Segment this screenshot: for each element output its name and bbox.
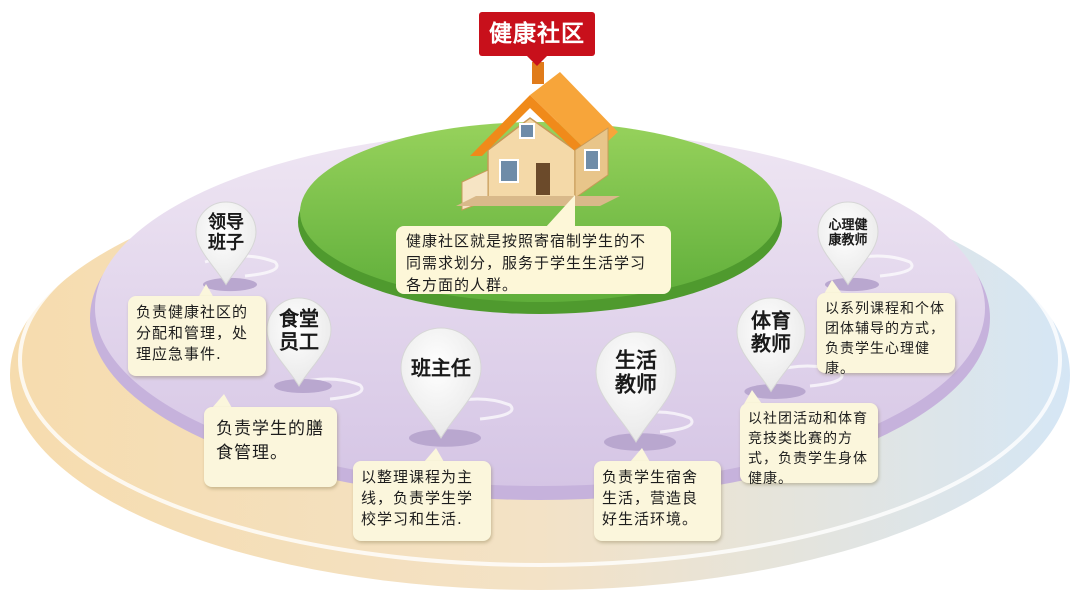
pin-label-line1: 心理健 bbox=[828, 217, 867, 233]
pin-label-line1: 生活 bbox=[615, 348, 657, 372]
pin-head-teacher: 班主任 bbox=[400, 327, 482, 447]
pin-marker bbox=[266, 297, 332, 387]
center-desc-pointer bbox=[545, 195, 575, 228]
pin-shadow bbox=[409, 429, 481, 447]
desc-pointer-psych-teacher bbox=[824, 280, 842, 294]
desc-pointer-life-teacher bbox=[630, 448, 650, 462]
pin-marker bbox=[817, 201, 879, 286]
role-desc-head-teacher: 以整理课程为主线，负责学生学校学习和生活. bbox=[353, 461, 491, 541]
pin-label-line1: 领导 bbox=[208, 211, 244, 233]
role-desc-pe-teacher: 以社团活动和体育竞技类比赛的方式，负责学生身体健康。 bbox=[740, 403, 878, 487]
pin-shadow bbox=[825, 277, 879, 292]
pin-shadow bbox=[274, 378, 332, 394]
desc-pointer-canteen bbox=[212, 394, 232, 408]
desc-pointer-leadership bbox=[198, 284, 214, 298]
role-desc-life-teacher: 负责学生宿舍生活，营造良好生活环境。 bbox=[594, 461, 721, 541]
title-badge: 健康社区 bbox=[479, 12, 595, 66]
pin-shadow bbox=[203, 277, 257, 292]
center-description: 健康社区就是按照寄宿制学生的不同需求划分，服务于学生生活学习各方面的人群。 bbox=[396, 226, 671, 294]
pin-label-line2: 员工 bbox=[279, 330, 319, 354]
pin-label-line2: 教师 bbox=[615, 372, 657, 396]
pin-label-line1: 体育 bbox=[751, 309, 791, 333]
pin-label-line2: 康教师 bbox=[828, 232, 867, 248]
pin-marker bbox=[595, 331, 677, 443]
house-icon bbox=[456, 62, 620, 211]
role-desc-canteen: 负责学生的膳食管理。 bbox=[204, 407, 337, 487]
pin-shadow bbox=[604, 433, 676, 451]
role-desc-leadership: 负责健康社区的分配和管理，处理应急事件. bbox=[128, 296, 266, 376]
pin-marker bbox=[400, 327, 482, 439]
pin-label-line1: 班主任 bbox=[411, 356, 471, 380]
pin-label-line2: 教师 bbox=[751, 332, 791, 356]
pin-marker bbox=[195, 201, 257, 286]
pin-label-line2: 班子 bbox=[208, 233, 244, 254]
pin-shadow bbox=[744, 384, 806, 399]
desc-pointer-head-teacher bbox=[424, 448, 444, 462]
desc-pointer-pe-teacher bbox=[744, 390, 762, 404]
role-desc-psych-teacher: 以系列课程和个体团体辅导的方式，负责学生心理健康。 bbox=[817, 293, 955, 377]
pin-marker bbox=[736, 297, 806, 393]
pin-label-line1: 食堂 bbox=[279, 307, 319, 331]
